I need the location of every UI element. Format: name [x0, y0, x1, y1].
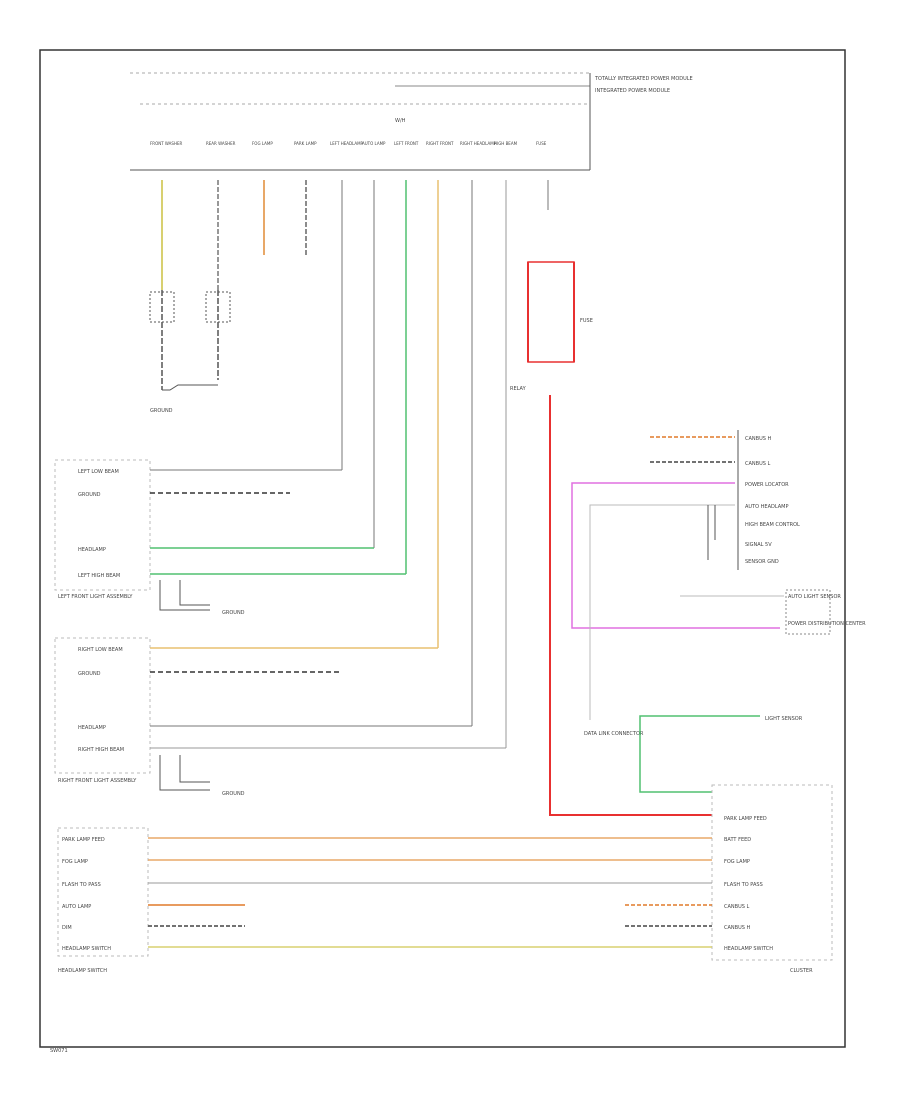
top-pin-label: FOG LAMP: [252, 141, 273, 146]
switch-row: DIM: [62, 925, 72, 931]
left-module-1: LEFT LOW BEAM GROUND HEADLAMP LEFT HIGH BEA…: [54, 459, 406, 616]
right-module-row: CANBUS H: [745, 436, 772, 442]
left-module-2-ground: GROUND: [222, 791, 245, 797]
cluster-row: CANBUS H: [724, 925, 751, 931]
switch-row: PARK LAMP FEED: [62, 837, 105, 843]
top-pin-label: REAR WASHER: [206, 141, 236, 146]
right-sensor-sub: POWER DISTRIBUTION CENTER: [788, 621, 866, 627]
right-module-row: HIGH BEAM CONTROL: [745, 522, 800, 528]
top-connector: TOTALLY INTEGRATED POWER MODULE INTEGRAT…: [130, 72, 693, 171]
top-connector-sub: INTEGRATED POWER MODULE: [595, 88, 670, 94]
switch-row: FLASH TO PASS: [62, 882, 101, 888]
left-module-2-row: RIGHT LOW BEAM: [78, 647, 123, 653]
right-module-note: DATA LINK CONNECTOR: [584, 731, 644, 737]
top-pin-label: AUTO LAMP: [362, 141, 386, 146]
right-module-row: CANBUS L: [745, 461, 771, 467]
top-pin-label: RIGHT FRONT: [426, 141, 454, 146]
right-module-row: SIGNAL 5V: [745, 542, 772, 548]
switch-row: FOG LAMP: [62, 859, 88, 865]
left-module-2: RIGHT LOW BEAM GROUND HEADLAMP RIGHT HIGH B…: [54, 637, 506, 797]
lamp-ground-label: GROUND: [150, 408, 173, 414]
lamp-assemblies: GROUND: [149, 290, 231, 414]
footer-left: HEADLAMP SWITCH: [58, 968, 107, 974]
left-module-1-row: HEADLAMP: [78, 547, 106, 553]
cluster-row: FLASH TO PASS: [724, 882, 763, 888]
left-module-1-row: GROUND: [78, 492, 101, 498]
top-pin-label: FRONT WASHER: [150, 141, 182, 146]
switch-row: AUTO LAMP: [62, 904, 91, 910]
left-module-2-name: RIGHT FRONT LIGHT ASSEMBLY: [58, 778, 137, 784]
right-module-row: POWER LOCATOR: [745, 482, 789, 488]
left-module-1-name: LEFT FRONT LIGHT ASSEMBLY: [58, 594, 133, 600]
page-ref: SW071: [50, 1048, 68, 1054]
top-pin-label: LEFT FRONT: [394, 141, 419, 146]
right-module-row: AUTO HEADLAMP: [745, 504, 789, 510]
cluster-row: BATT FEED: [724, 837, 751, 843]
left-module-1-ground: GROUND: [222, 610, 245, 616]
right-module: CANBUS H CANBUS L POWER LOCATOR AUTO HEADLA…: [571, 430, 866, 737]
left-module-1-row: LEFT HIGH BEAM: [78, 573, 120, 579]
top-pin-label: LEFT HEADLAMP: [330, 141, 364, 146]
light-sensor-label: LIGHT SENSOR: [765, 716, 803, 722]
top-pin-label: RIGHT HEADLAMP: [460, 141, 497, 146]
light-sensor-loop: LIGHT SENSOR: [639, 715, 803, 793]
left-module-2-row: HEADLAMP: [78, 725, 106, 731]
fuse-block: FUSE RELAY: [510, 261, 712, 816]
top-wires: [161, 180, 549, 748]
cluster-row: PARK LAMP FEED: [724, 816, 767, 822]
diagram-border: [39, 49, 846, 1048]
cluster-row: HEADLAMP SWITCH: [724, 946, 773, 952]
top-connector-label: TOTALLY INTEGRATED POWER MODULE: [594, 76, 693, 82]
cluster-row: FOG LAMP: [724, 859, 750, 865]
switch-row: HEADLAMP SWITCH: [62, 946, 111, 952]
left-module-2-row: RIGHT HIGH BEAM: [78, 747, 124, 753]
left-module-2-row: GROUND: [78, 671, 101, 677]
relay-label: RELAY: [510, 386, 527, 392]
top-pin-label: HIGH BEAM: [494, 141, 518, 146]
top-pin-label: PARK LAMP: [294, 141, 317, 146]
left-module-1-row: LEFT LOW BEAM: [78, 469, 119, 475]
right-module-row: SENSOR GND: [745, 559, 779, 565]
right-sensor-label: AUTO LIGHT SENSOR: [788, 594, 841, 600]
cluster-row: CANBUS L: [724, 904, 750, 910]
footer-right: CLUSTER: [790, 968, 813, 974]
fuse-label: FUSE: [580, 318, 593, 324]
title-ref: W/H: [395, 118, 406, 124]
bottom-section: PARK LAMP FEED FOG LAMP FLASH TO PASS AUTO …: [57, 784, 833, 974]
top-pin-label: FUSE: [536, 141, 547, 146]
